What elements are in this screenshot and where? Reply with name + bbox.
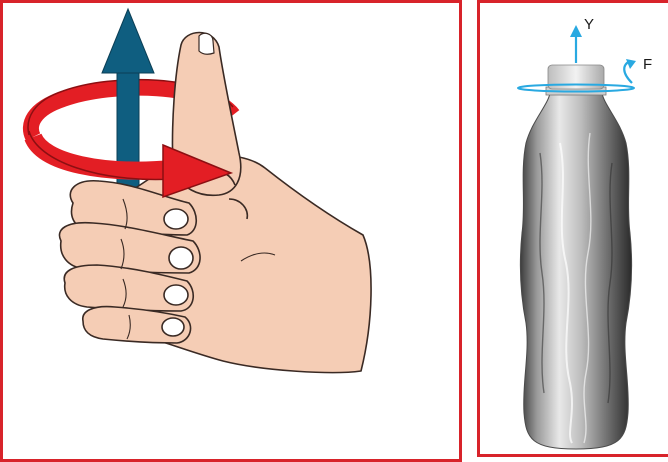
y-axis-label: Y <box>584 16 594 33</box>
bottle-icon <box>520 65 631 449</box>
bottle-illustration: Y F <box>480 3 668 457</box>
force-label: F <box>643 56 652 73</box>
y-axis-arrow-icon <box>570 25 582 63</box>
right-hand-rule-panel <box>0 0 462 462</box>
bottle-panel: Y F <box>477 0 668 457</box>
right-hand-rule-illustration <box>3 3 459 459</box>
